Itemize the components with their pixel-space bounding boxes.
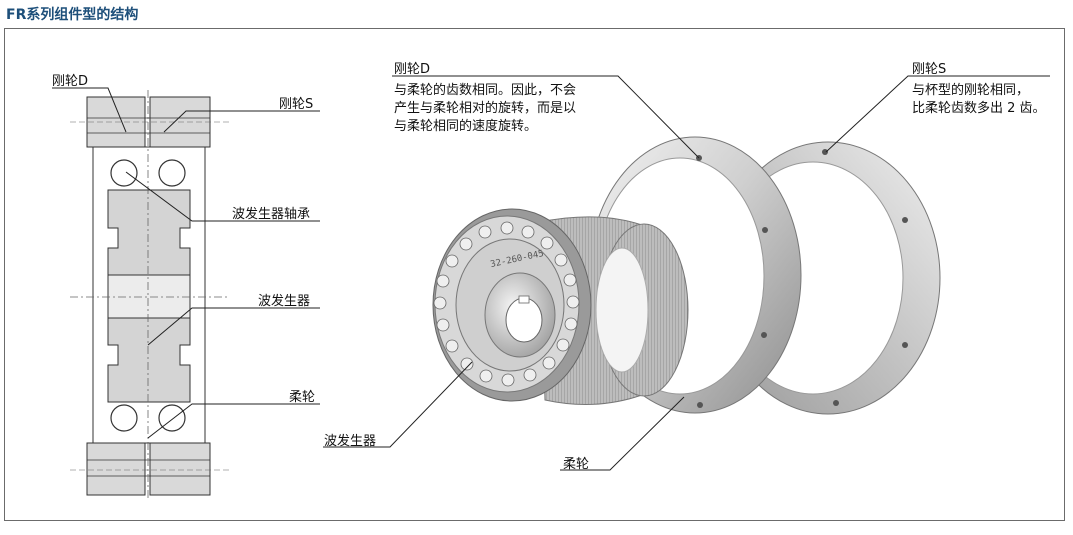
cross-section-diagram — [70, 90, 230, 500]
figure-frame — [4, 28, 1065, 521]
product-photo: 32-260-045 — [432, 136, 941, 415]
label-wave-generator: 波发生器 — [258, 294, 311, 309]
rigid-s-desc-line: 与杯型的刚轮相同， — [912, 83, 1030, 98]
label-rigid-d: 刚轮D — [52, 74, 89, 89]
photo-desc-rigid-d: 与柔轮的齿数相同。因此，不会 产生与柔轮相对的旋转，而是以 与柔轮相同的速度旋转… — [394, 82, 576, 136]
photo-label-wave-generator: 波发生器 — [324, 434, 377, 449]
label-wave-generator-bearing: 波发生器轴承 — [232, 207, 311, 222]
rigid-d-desc-line: 与柔轮的齿数相同。因此，不会 — [394, 83, 577, 98]
photo-label-flexspline: 柔轮 — [563, 457, 590, 472]
photo-desc-rigid-s: 与杯型的刚轮相同， 比柔轮齿数多出 2 齿。 — [912, 82, 1046, 118]
page-title: FR系列组件型的结构 — [6, 7, 139, 23]
photo-label-rigid-s: 刚轮S — [912, 62, 947, 77]
label-rigid-s: 刚轮S — [279, 97, 314, 112]
rigid-s-desc-line: 比柔轮齿数多出 2 齿。 — [912, 101, 1046, 116]
photo-label-rigid-d: 刚轮D — [394, 62, 431, 77]
rigid-d-desc-line: 产生与柔轮相对的旋转，而是以 — [394, 101, 577, 116]
wave-generator-assembly: 32-260-045 — [432, 208, 592, 402]
label-flexspline: 柔轮 — [289, 390, 316, 405]
rigid-d-desc-line: 与柔轮相同的速度旋转。 — [394, 119, 538, 134]
leader-lines-right — [323, 75, 1050, 471]
leader-lines-left — [52, 87, 320, 439]
